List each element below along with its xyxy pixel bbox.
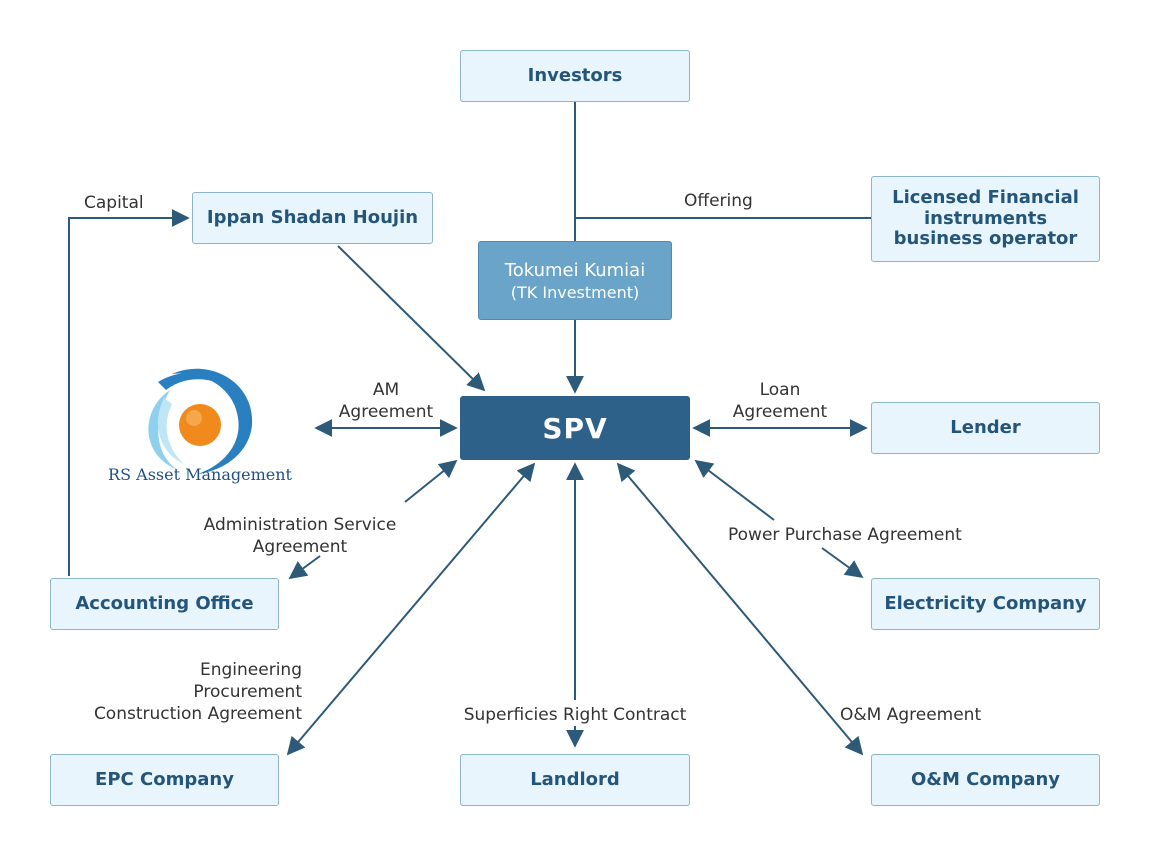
loan-agreement-line-1: Loan [759,380,801,400]
lender-box: Lender [871,402,1100,454]
investors-box: Investors [460,50,690,102]
tk-line-2: (TK Investment) [510,282,640,302]
arrow-capital [68,209,190,576]
admin-service-line-1: Administration Service [203,515,397,535]
tk-line-1: Tokumei Kumiai [504,259,646,281]
licensed-line-3: business operator [893,228,1078,250]
epc-agreement-label: Engineering Procurement Construction Agr… [40,659,302,725]
licensed-financial-operator-box: Licensed Financial instruments business … [871,176,1100,262]
tokumei-kumiai-box: Tokumei Kumiai (TK Investment) [478,241,672,320]
accounting-office-box: Accounting Office [50,578,279,630]
epc-company-box: EPC Company [50,754,279,806]
electricity-company-box: Electricity Company [871,578,1100,630]
capital-label: Capital [84,193,144,213]
electricity-company-label: Electricity Company [884,592,1087,614]
admin-service-label: Administration Service Agreement [180,514,420,558]
epc-agreement-line-2: Procurement [193,682,302,703]
landlord-box: Landlord [460,754,690,806]
sun-icon [179,404,221,446]
am-agreement-line-2: Agreement [338,402,434,423]
am-agreement-line-1: AM [372,380,400,400]
admin-service-line-2: Agreement [252,537,348,558]
loan-agreement-line-2: Agreement [732,402,828,423]
arrow-epc-agreement [286,462,536,756]
offering-label: Offering [684,191,753,211]
landlord-label: Landlord [530,768,620,790]
om-agreement-label: O&M Agreement [840,705,982,725]
arrow-admin-service-1 [404,459,458,503]
epc-agreement-line-3: Construction Agreement [93,704,302,725]
arrow-ppa-2 [821,547,864,579]
arrow-ippan-spv [337,245,486,392]
epc-company-label: EPC Company [95,768,234,790]
licensed-line-2: instruments [923,207,1048,229]
om-company-box: O&M Company [871,754,1100,806]
superficies-label: Superficies Right Contract [463,705,687,725]
arrow-om-agreement [616,462,864,756]
lender-label: Lender [950,416,1021,438]
ippan-shadan-houjin-label: Ippan Shadan Houjin [206,206,419,228]
power-purchase-label: Power Purchase Agreement [728,525,962,545]
spv-label: SPV [542,411,608,445]
spv-box: SPV [460,396,690,460]
investors-label: Investors [527,64,623,86]
accounting-office-label: Accounting Office [75,592,254,614]
arrow-admin-service-2 [288,555,321,580]
om-company-label: O&M Company [910,768,1061,790]
loan-agreement-label: Loan Agreement [720,379,840,423]
logo-wordmark: RS Asset Management [108,465,292,484]
licensed-line-1: Licensed Financial [892,186,1079,208]
am-agreement-label: AM Agreement [326,379,446,423]
rs-asset-management-logo [148,368,253,474]
epc-agreement-line-1: Engineering [200,660,302,680]
ippan-shadan-houjin-box: Ippan Shadan Houjin [192,192,433,244]
arrow-ppa-1 [694,459,775,521]
